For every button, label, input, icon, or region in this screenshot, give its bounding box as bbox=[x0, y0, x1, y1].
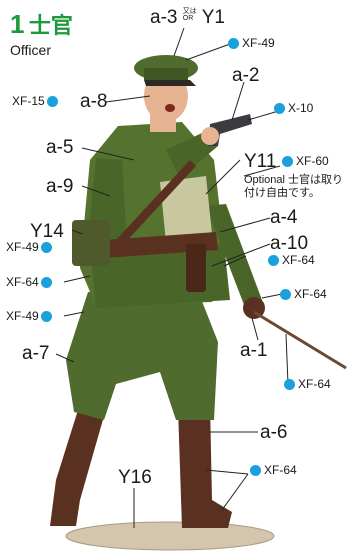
optional-label: Optional bbox=[244, 174, 285, 186]
mouth bbox=[165, 104, 175, 112]
paint-code: XF-49 bbox=[6, 241, 39, 253]
paint-code: XF-64 bbox=[282, 254, 315, 266]
paint-dot-icon bbox=[41, 242, 52, 253]
step-number: 1 bbox=[10, 9, 24, 39]
part-label-y14: Y14 bbox=[30, 222, 64, 241]
cap-visor bbox=[144, 80, 196, 86]
part-label-y11: Y11 bbox=[244, 152, 276, 171]
left-boot bbox=[50, 410, 104, 526]
paint-callout-y11: XF-60 bbox=[280, 155, 329, 167]
paint-code: X-10 bbox=[288, 102, 313, 114]
cap-band bbox=[144, 68, 188, 80]
part-label-a8: a-8 bbox=[80, 92, 107, 111]
step-subtitle: Officer bbox=[10, 43, 51, 57]
paint-callout-boots: XF-64 bbox=[248, 464, 297, 476]
part-a3: a-3 bbox=[150, 7, 177, 28]
paint-code: XF-64 bbox=[264, 464, 297, 476]
step-title: 士官 bbox=[29, 13, 73, 38]
or-jp: 又は bbox=[183, 8, 197, 15]
trousers bbox=[66, 286, 218, 420]
paint-callout-pouch: XF-64 bbox=[6, 276, 55, 288]
step-header: 1 士官 bbox=[10, 11, 73, 37]
paint-dot-icon bbox=[41, 277, 52, 288]
paint-callout-glove: XF-64 bbox=[278, 288, 327, 300]
paint-callout-jacket: XF-49 bbox=[6, 310, 55, 322]
pouch bbox=[72, 220, 110, 266]
paint-dot-icon bbox=[228, 38, 239, 49]
pistol-hand bbox=[201, 127, 219, 145]
paint-code: XF-49 bbox=[242, 37, 275, 49]
paint-callout-pistol: X-10 bbox=[272, 102, 313, 114]
or-note: 又は OR bbox=[183, 8, 197, 22]
paint-dot-icon bbox=[274, 103, 285, 114]
part-label-a1: a-1 bbox=[240, 341, 267, 360]
paint-dot-icon bbox=[47, 96, 58, 107]
holster bbox=[186, 244, 206, 292]
part-label-a10: a-10 bbox=[270, 234, 308, 253]
paint-code: XF-64 bbox=[298, 378, 331, 390]
part-label-a6: a-6 bbox=[260, 423, 287, 442]
paint-code: XF-15 bbox=[12, 95, 45, 107]
paint-code: XF-64 bbox=[6, 276, 39, 288]
paint-dot-icon bbox=[282, 156, 293, 167]
part-label-a4: a-4 bbox=[270, 208, 297, 227]
paint-callout-cap: XF-49 bbox=[226, 37, 275, 49]
paint-code: XF-64 bbox=[294, 288, 327, 300]
paint-dot-icon bbox=[41, 311, 52, 322]
part-label-a2: a-2 bbox=[232, 66, 259, 85]
paint-code: XF-60 bbox=[296, 155, 329, 167]
optional-note: Optional 士官は取り付け自由です。 bbox=[244, 174, 349, 200]
paint-code: XF-49 bbox=[6, 310, 39, 322]
part-label-y16: Y16 bbox=[118, 468, 152, 487]
part-y1: Y1 bbox=[202, 7, 225, 28]
paint-dot-icon bbox=[284, 379, 295, 390]
paint-callout-stick: XF-64 bbox=[282, 378, 331, 390]
paint-callout-y14: XF-49 bbox=[6, 241, 55, 253]
figure-base bbox=[66, 522, 274, 550]
part-label-a9: a-9 bbox=[46, 177, 73, 196]
paint-dot-icon bbox=[250, 465, 261, 476]
right-boot bbox=[178, 404, 232, 528]
paint-dot-icon bbox=[280, 289, 291, 300]
part-label-a3-y1: a-3 又は OR Y1 bbox=[150, 8, 225, 27]
paint-callout-belt: XF-64 bbox=[266, 254, 315, 266]
or-en: OR bbox=[183, 15, 194, 22]
part-label-a7: a-7 bbox=[22, 344, 49, 363]
paint-callout-hair: XF-15 bbox=[12, 95, 61, 107]
paint-dot-icon bbox=[268, 255, 279, 266]
part-label-a5: a-5 bbox=[46, 138, 73, 157]
walking-stick bbox=[254, 312, 346, 368]
